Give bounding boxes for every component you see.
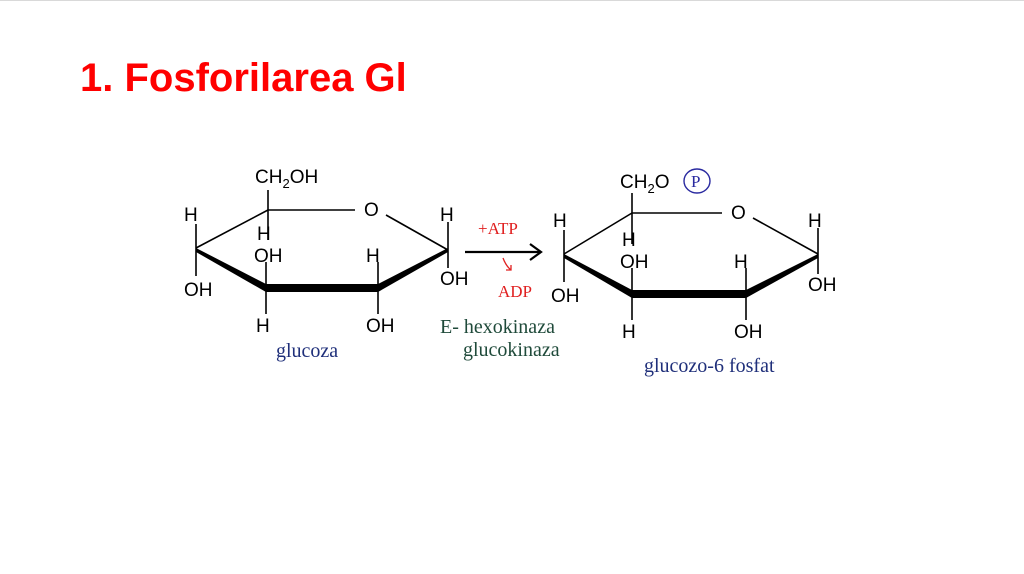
c2-oh-label: OH — [366, 316, 395, 337]
c3-oh-label: OH — [254, 246, 283, 267]
wedge-c2-c1 — [378, 248, 448, 292]
c2-h-label: H — [366, 246, 380, 267]
product-c1-oh-label: OH — [808, 275, 837, 296]
product-name: glucozo-6 fosfat — [644, 355, 775, 377]
product-c3-oh-label: OH — [620, 252, 649, 273]
product-structure: CH2O P O H OH H OH H OH H H OH glucozo-6… — [551, 168, 837, 377]
wedge-c4-c3 — [196, 248, 266, 292]
product-c1-h-label: H — [808, 211, 822, 232]
product-wedge-c2-c1 — [746, 254, 818, 298]
adp-curved-arrow — [502, 257, 512, 271]
product-bold-bond-c3-c2 — [632, 290, 746, 298]
reaction-arrow-head — [529, 243, 543, 261]
product-c4-h-label: H — [553, 211, 567, 232]
reaction-arrow-group: +ATP ADP E- hexokinaza glucokinaza — [440, 219, 560, 361]
ch2oh-label: CH2OH — [255, 167, 318, 191]
product-ch2o-label: CH2O — [620, 172, 669, 196]
c1-h-label: H — [440, 205, 454, 226]
product-ring-bond-c5-c4 — [563, 212, 633, 255]
c4-oh-label: OH — [184, 280, 213, 301]
product-c2-h-label: H — [734, 252, 748, 273]
product-wedge-c4-c3 — [564, 254, 632, 298]
bold-bond-c3-c2 — [266, 284, 378, 292]
enzyme-label-line1: E- hexokinaza — [440, 316, 555, 338]
glucose-structure: CH2OH O H OH H OH H OH H H OH glucoza — [184, 167, 469, 362]
ring-bond-c5-c4 — [195, 209, 269, 249]
atp-label: +ATP — [478, 219, 518, 238]
c4-h-label: H — [184, 205, 198, 226]
c3-h-label: H — [256, 316, 270, 337]
product-ring-bond-o-c1 — [752, 217, 819, 255]
enzyme-label-line2: glucokinaza — [463, 339, 560, 361]
product-c5-h-label: H — [622, 230, 636, 251]
ring-bond-o-c1 — [385, 214, 449, 251]
phosphate-circle — [683, 168, 711, 194]
adp-arrowhead — [506, 265, 512, 271]
product-ring-oxygen-label: O — [731, 203, 746, 224]
glucose-name: glucoza — [276, 340, 338, 362]
product-c3-h-label: H — [622, 322, 636, 343]
product-c2-oh-label: OH — [734, 322, 763, 343]
phosphate-label: P — [691, 172, 700, 191]
top-border-line — [0, 0, 1024, 1]
c5-h-label: H — [257, 224, 271, 245]
ring-oxygen-label: O — [364, 200, 379, 221]
slide-title: 1. Fosforilarea Gl — [80, 56, 407, 100]
product-c4-oh-label: OH — [551, 286, 580, 307]
adp-label: ADP — [498, 282, 532, 301]
c1-oh-label: OH — [440, 269, 469, 290]
